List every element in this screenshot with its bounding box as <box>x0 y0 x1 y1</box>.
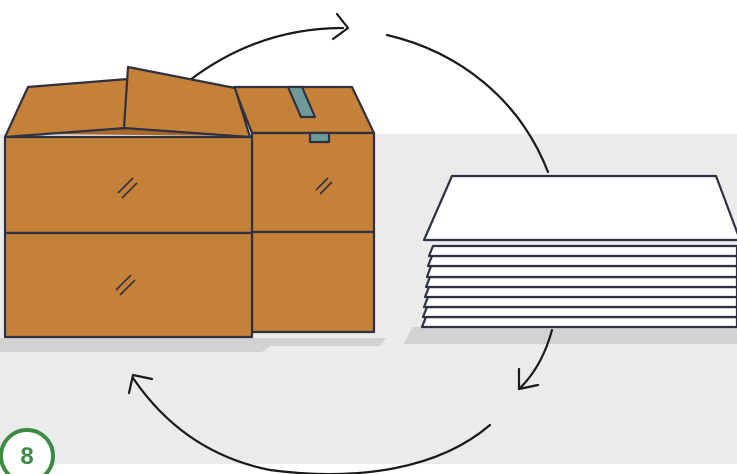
paper-stack-icon <box>422 176 737 327</box>
small-box-tape-front <box>310 133 329 142</box>
paper-sheet-4 <box>426 277 737 287</box>
paper-sheet-1 <box>429 246 737 256</box>
paper-sheet-3 <box>427 266 737 277</box>
paper-sheet-7 <box>423 307 737 317</box>
small-box <box>234 87 374 332</box>
paper-sheet-5 <box>425 287 737 297</box>
big-box-lower <box>5 233 252 337</box>
step-number: 8 <box>20 445 33 469</box>
big-box-left-flap <box>5 79 128 137</box>
paper-sheet-2 <box>428 256 737 266</box>
cycle-arrow-icon-top <box>190 14 348 80</box>
big-box <box>5 67 252 337</box>
small-box-lower <box>252 232 374 332</box>
big-box-upper <box>5 137 252 233</box>
big-box-right-flap <box>124 67 250 137</box>
paper-sheet-top <box>424 176 737 240</box>
small-box-upper <box>252 133 374 232</box>
cardboard-box-icon <box>5 67 374 337</box>
paper-sheet-6 <box>424 297 737 307</box>
paper-sheet-8 <box>422 317 737 327</box>
paper-ground-shadow <box>404 327 737 344</box>
